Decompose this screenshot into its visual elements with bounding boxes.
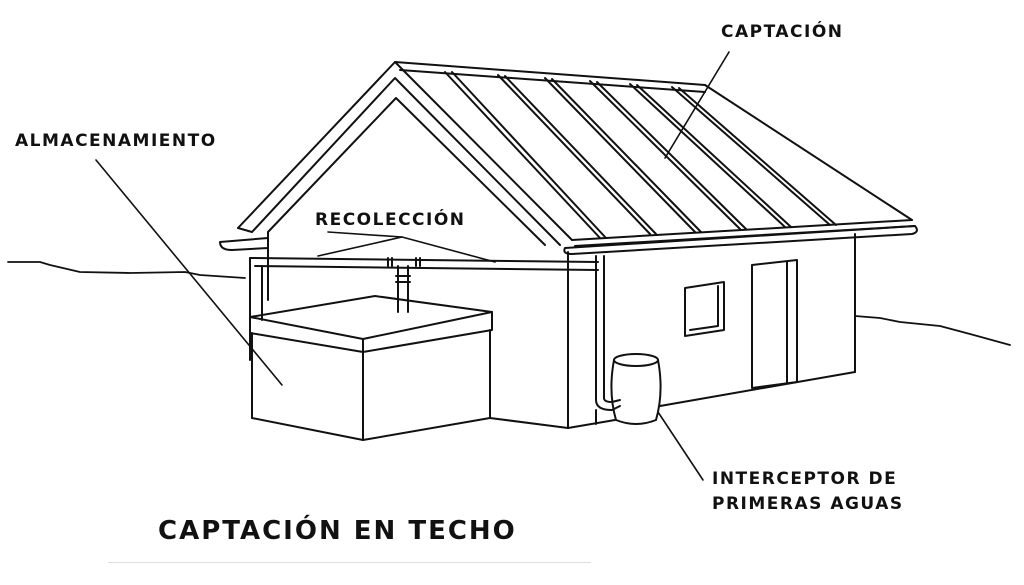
- leader-lines: [95, 51, 730, 481]
- door: [751, 259, 798, 389]
- house-walls: [267, 231, 856, 429]
- diagram-title: CAPTACIÓN EN TECHO: [158, 516, 517, 546]
- label-captacion: CAPTACIÓN: [721, 22, 844, 42]
- ground-line: [7, 261, 1011, 346]
- roof-captacion: [394, 61, 916, 247]
- first-flush-barrel: [610, 353, 662, 425]
- storage-tank: [249, 295, 493, 441]
- window: [684, 281, 725, 337]
- collection-pipe: [249, 255, 621, 411]
- label-almacenamiento: ALMACENAMIENTO: [15, 131, 217, 151]
- label-interceptor-line2: PRIMERAS AGUAS: [712, 494, 904, 514]
- label-recoleccion: RECOLECCIÓN: [315, 210, 466, 230]
- title-underline: [108, 562, 591, 563]
- gutter: [219, 225, 918, 255]
- label-interceptor-line1: INTERCEPTOR DE: [712, 469, 898, 489]
